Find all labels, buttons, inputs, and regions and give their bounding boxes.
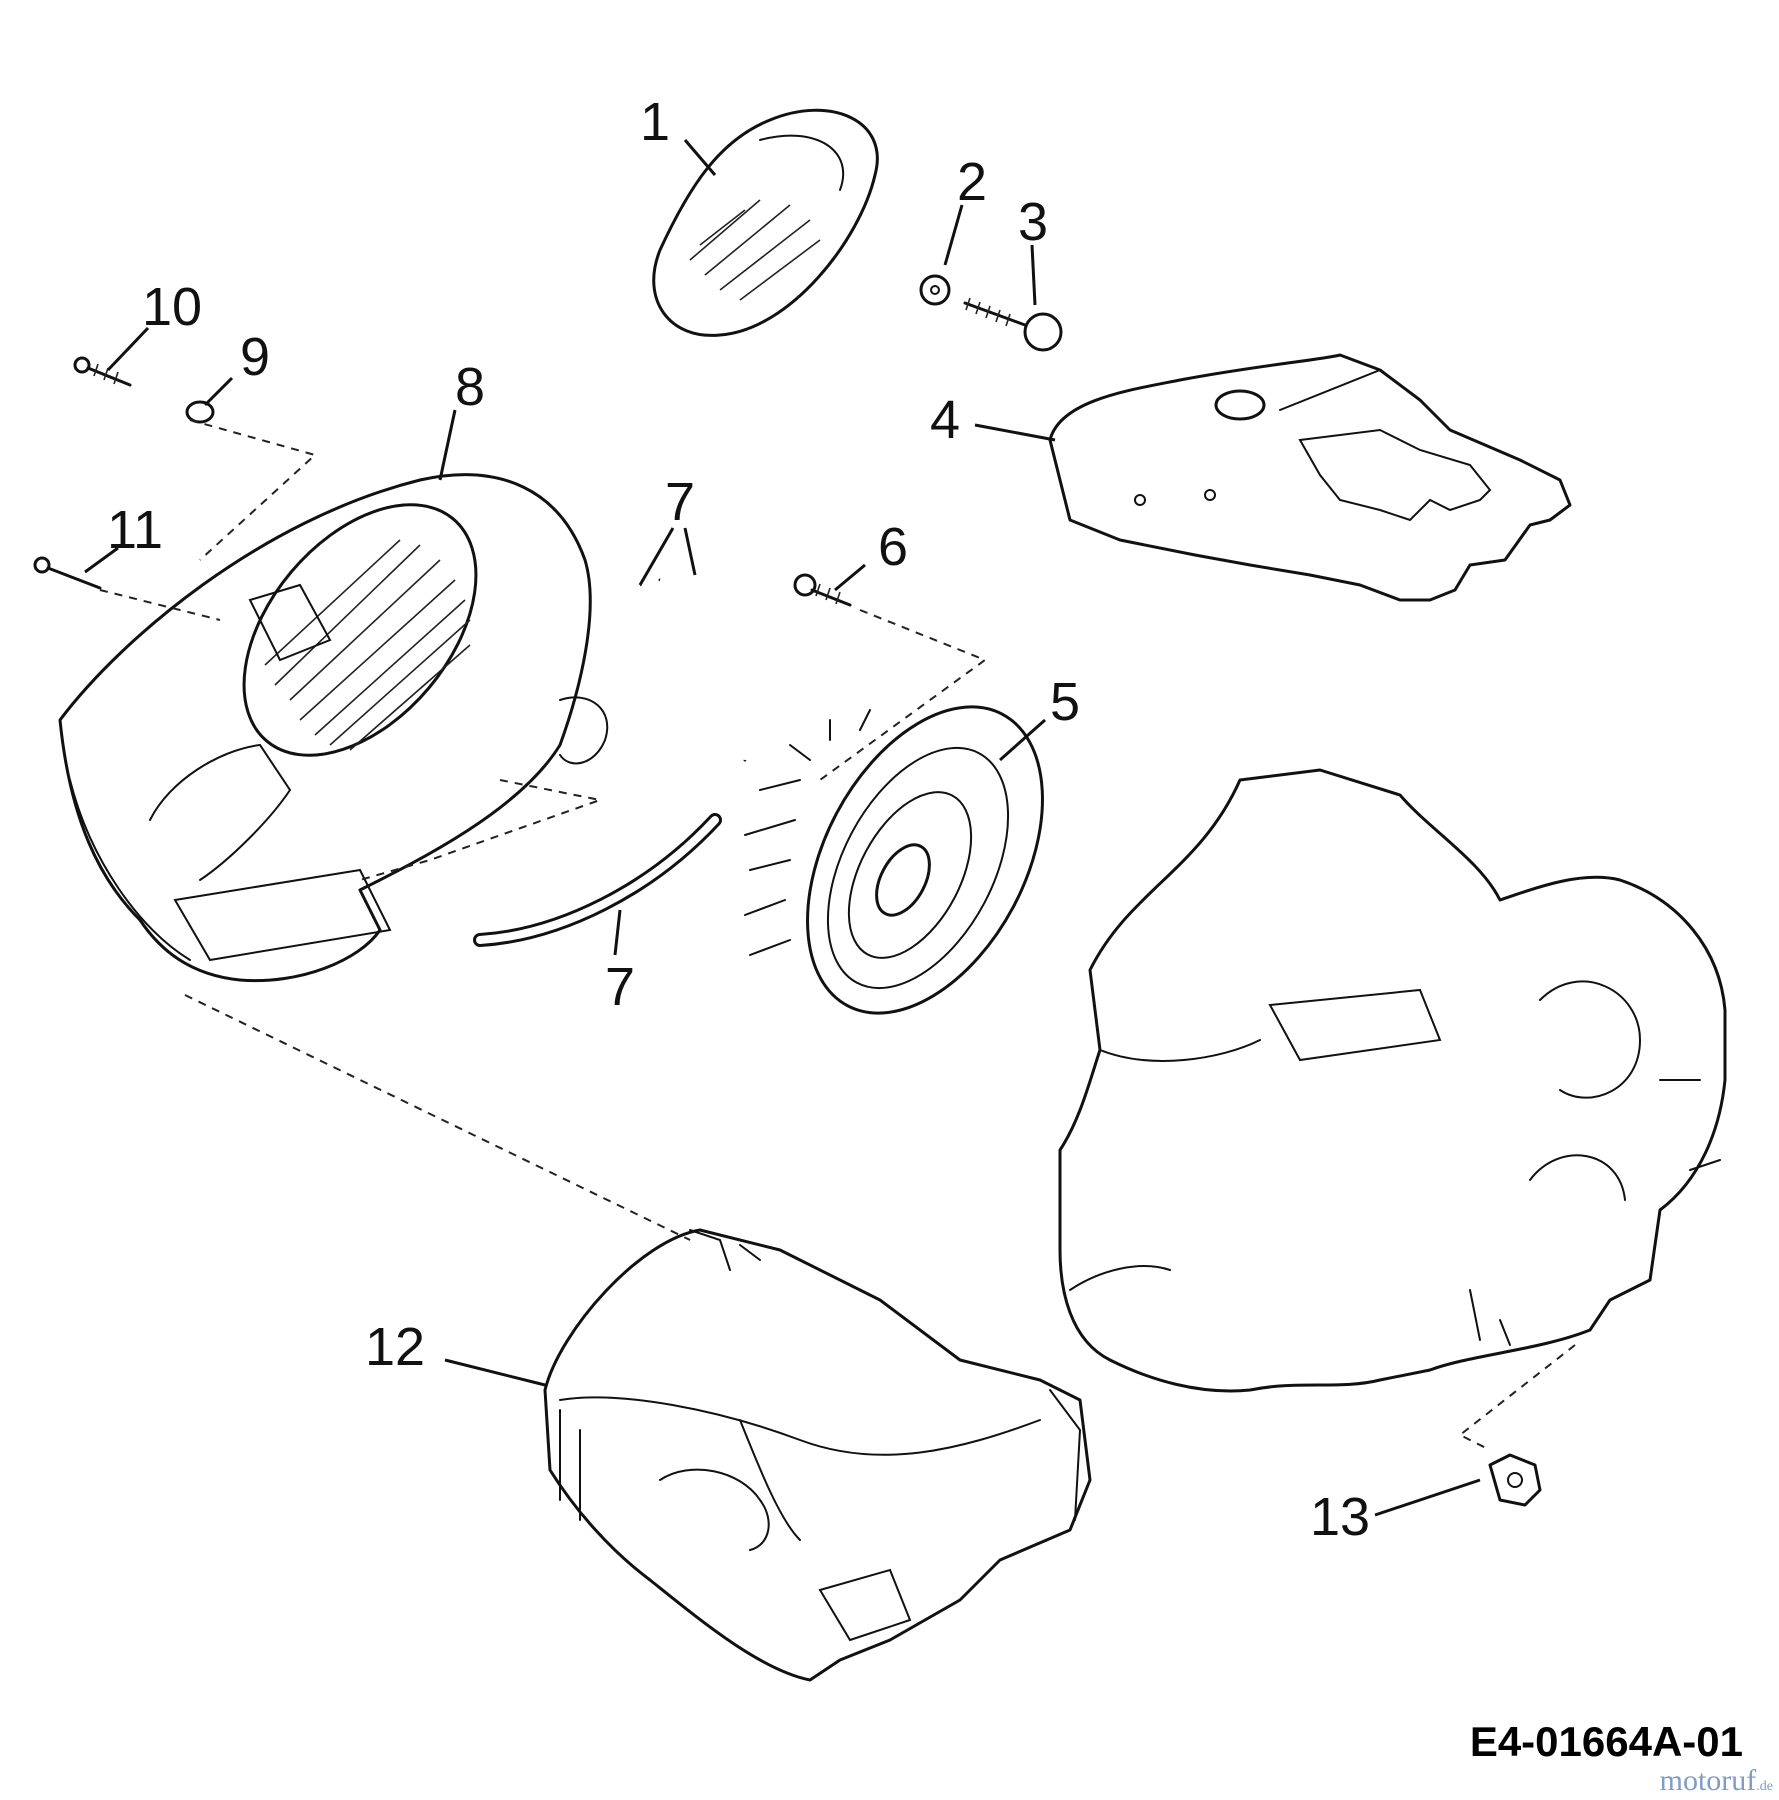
callout-6: 6 [878, 517, 908, 577]
part-12-cylinder-shroud[interactable] [543, 1228, 1092, 1682]
callout-labels: 1 2 3 4 5 6 7 7 8 9 10 11 12 13 [107, 92, 1370, 1547]
callout-1: 1 [640, 92, 670, 152]
drawing-code: E4-01664A-01 [1469, 1718, 1743, 1765]
watermark-suffix: .de [1756, 1779, 1773, 1794]
part-7-hose-lower[interactable] [473, 813, 722, 947]
part-8-fan-housing[interactable] [58, 461, 609, 983]
part-3-screw[interactable] [963, 297, 1063, 352]
part-13-nut[interactable] [1488, 1453, 1542, 1507]
part-2-washer[interactable] [919, 274, 951, 306]
callout-2: 2 [957, 152, 987, 212]
callout-3: 3 [1018, 192, 1048, 252]
callout-4: 4 [930, 390, 960, 450]
part-5-flywheel[interactable] [744, 667, 1091, 1052]
callout-10: 10 [142, 277, 202, 337]
leader-lines [84, 139, 1481, 1517]
watermark-text: motoruf [1659, 1764, 1757, 1797]
watermark-logo: motoruf.de [1660, 1764, 1773, 1798]
part-6-bolt[interactable] [793, 573, 852, 607]
callout-12: 12 [365, 1317, 425, 1377]
callout-7-upper: 7 [665, 472, 695, 532]
callout-5: 5 [1050, 672, 1080, 732]
callout-8: 8 [455, 357, 485, 417]
part-11-screw[interactable] [33, 556, 102, 590]
part-4-gasket-plate[interactable] [1048, 353, 1572, 602]
assembly-lines [99, 419, 1576, 1451]
part-10-screw[interactable] [73, 356, 132, 387]
callout-11: 11 [107, 500, 163, 560]
callout-13: 13 [1310, 1487, 1370, 1547]
callout-7-lower: 7 [605, 957, 635, 1017]
callout-9: 9 [240, 327, 270, 387]
part-9-washer[interactable] [185, 400, 215, 424]
engine-block [1058, 768, 1727, 1393]
